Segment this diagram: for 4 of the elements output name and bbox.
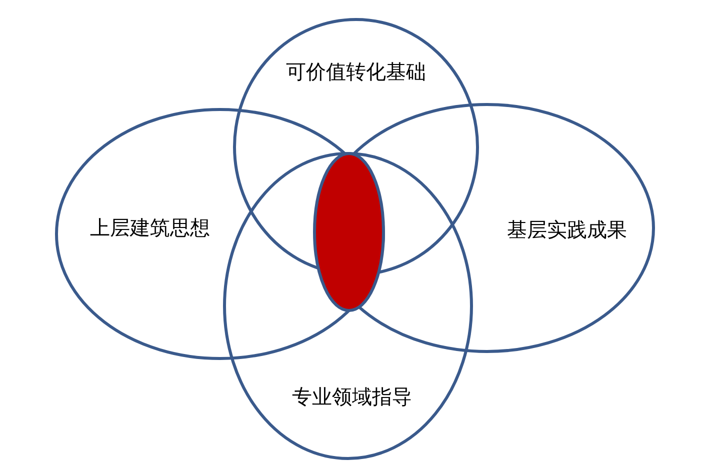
ellipse-label: 专业领域指导 [292, 384, 412, 410]
ellipse-label: 可价值转化基础 [286, 58, 426, 86]
ellipse-label: 上层建筑思想 [90, 214, 210, 242]
ellipse-label: 基层实践成果 [507, 216, 627, 244]
